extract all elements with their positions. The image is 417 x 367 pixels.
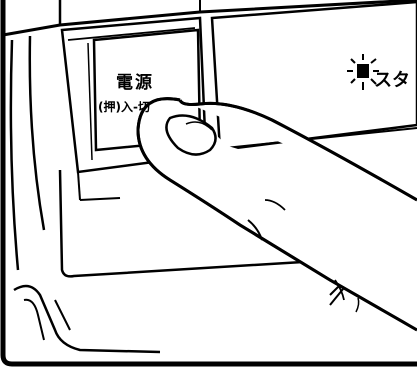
start-button-label: スタ: [374, 70, 410, 91]
power-button-label: 電源: [116, 73, 154, 93]
power-button-sublabel: (押)入-切: [98, 100, 150, 114]
lamp-icon: [347, 54, 379, 90]
